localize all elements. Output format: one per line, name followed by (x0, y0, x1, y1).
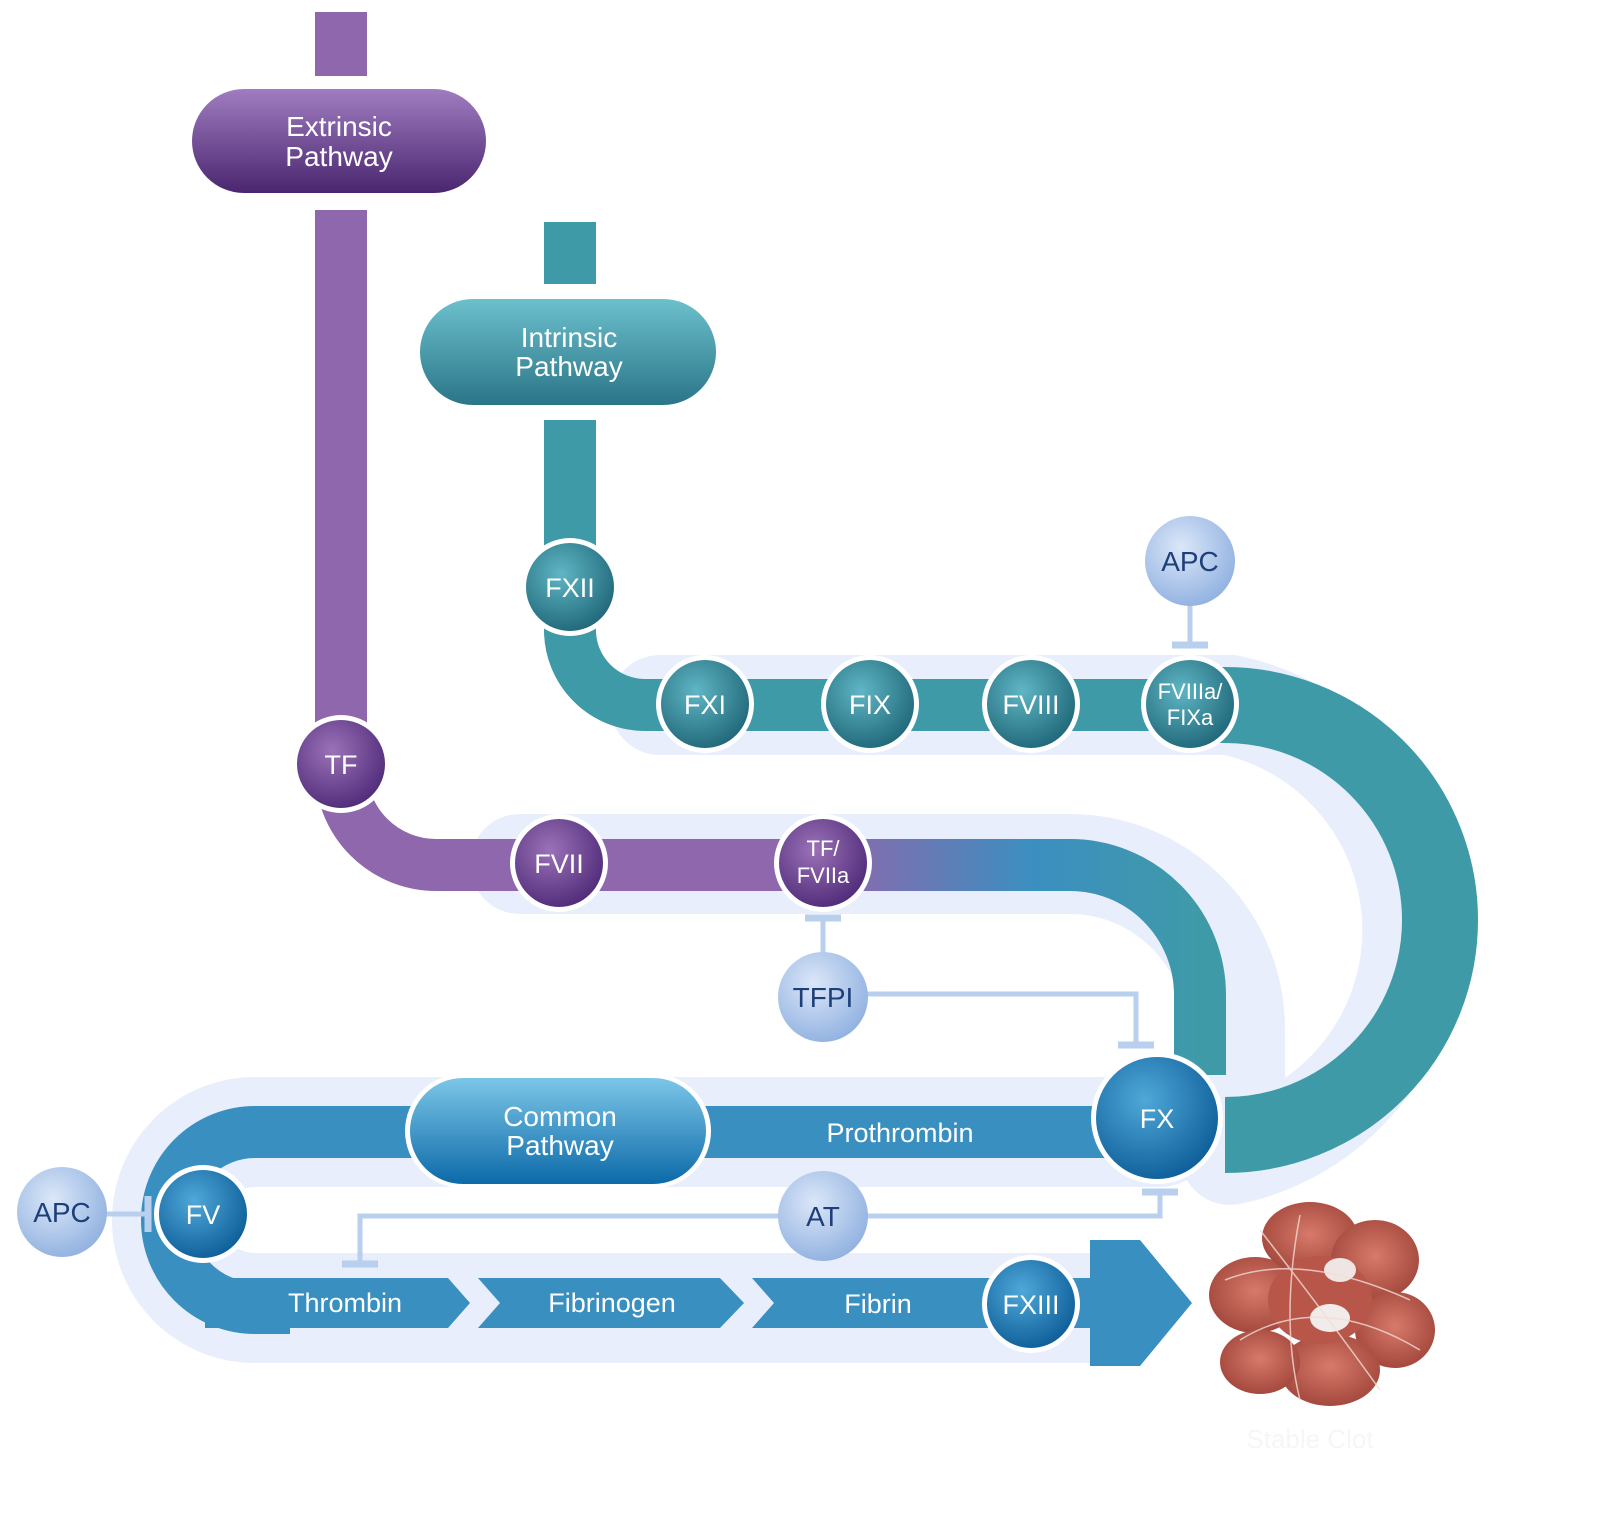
intrinsic-pathway-pill: Intrinsic Pathway (417, 296, 719, 408)
tfpi-right-line (866, 991, 1139, 1045)
fv-label: FV (186, 1200, 221, 1230)
tfpi-node: TFPI (778, 952, 868, 1042)
tf-fviia-label-line1: TF/ (807, 836, 841, 861)
tf-node: TF (292, 715, 390, 813)
fv-node: FV (154, 1165, 252, 1263)
fibrin-label: Fibrin (844, 1289, 912, 1319)
at-label: AT (806, 1201, 840, 1232)
fvii-node: FVII (510, 814, 608, 912)
extrinsic-pathway-pill: Extrinsic Pathway (189, 86, 489, 196)
intrinsic-pathway-label-line1: Intrinsic (521, 322, 617, 353)
fxi-node: FXI (656, 655, 754, 753)
fviiia-fixa-label-line1: FVIIIa/ (1158, 679, 1224, 704)
fxi-label: FXI (684, 690, 726, 720)
fxii-node: FXII (521, 538, 619, 636)
common-pathway-pill: Common Pathway (405, 1074, 711, 1188)
fx-node: FX (1091, 1052, 1223, 1184)
fix-node: FIX (821, 655, 919, 753)
stable-clot-image (1209, 1202, 1435, 1406)
intrinsic-path (544, 420, 1200, 731)
prothrombin-label: Prothrombin (826, 1118, 973, 1148)
apc-top-node: APC (1145, 516, 1235, 606)
fxiii-label: FXIII (1002, 1290, 1059, 1320)
fxiii-node: FXIII (982, 1255, 1080, 1353)
fvii-label: FVII (534, 849, 584, 879)
apc-left-node: APC (17, 1167, 107, 1257)
common-pathway-label-line1: Common (503, 1101, 617, 1132)
fx-label: FX (1140, 1104, 1175, 1134)
extrinsic-input-bar (315, 12, 367, 76)
extrinsic-pathway-label-line2: Pathway (285, 141, 392, 172)
intrinsic-pathway-label-line2: Pathway (515, 351, 622, 382)
extrinsic-to-fx-path (830, 839, 1226, 1075)
intrinsic-to-fx-path (1200, 667, 1478, 1173)
fibrinogen-arrow (478, 1278, 744, 1328)
thrombin-arrow (205, 1278, 470, 1328)
apc-left-label: APC (33, 1197, 91, 1228)
thrombin-label: Thrombin (288, 1288, 402, 1318)
common-pathway-label-line2: Pathway (506, 1130, 613, 1161)
fviiia-fixa-node: FVIIIa/ FIXa (1141, 655, 1239, 753)
intrinsic-input-bar (544, 222, 596, 284)
fibrin-arrow (752, 1240, 1192, 1366)
tfpi-label: TFPI (793, 982, 854, 1013)
fviii-label: FVIII (1002, 690, 1059, 720)
stable-clot-label: Stable Clot (1246, 1424, 1374, 1454)
fviiia-fixa-label-line2: FIXa (1167, 705, 1214, 730)
fix-label: FIX (849, 690, 891, 720)
fibrinogen-label: Fibrinogen (548, 1288, 676, 1318)
fviii-node: FVIII (982, 655, 1080, 753)
at-left-line (357, 1213, 780, 1264)
at-right-line (866, 1192, 1163, 1219)
apc-top-label: APC (1161, 546, 1219, 577)
extrinsic-pathway-label-line1: Extrinsic (286, 111, 392, 142)
inhibitor-lines (105, 600, 1208, 1268)
tf-fviia-label-line2: FVIIa (797, 863, 850, 888)
at-node: AT (778, 1171, 868, 1261)
intrinsic-track (544, 222, 1478, 1173)
fxii-label: FXII (545, 573, 595, 603)
tf-fviia-node: TF/ FVIIa (774, 814, 872, 912)
tf-label: TF (325, 750, 358, 780)
